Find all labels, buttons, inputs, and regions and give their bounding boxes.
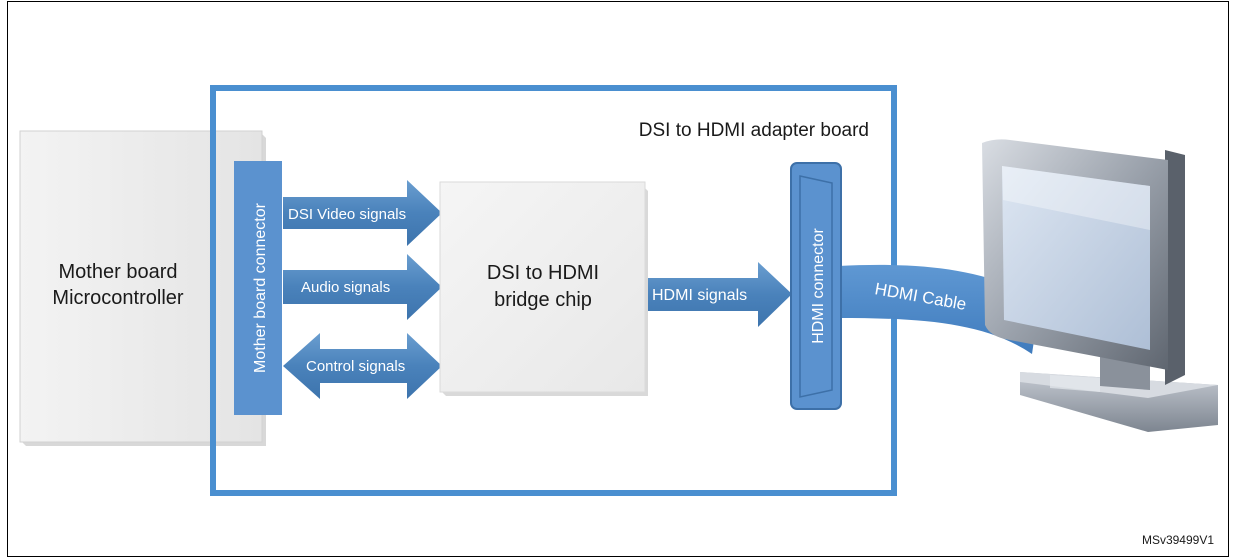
mother-board-block [19,130,266,446]
hdmi-connector-port-outline [799,175,833,398]
control-label: Control signals [306,358,405,375]
hdmi-connector [790,162,842,410]
adapter-board-title: DSI to HDMI adapter board [639,120,869,141]
bridge-chip-block [439,181,648,396]
dsi-video-arrow [283,180,442,246]
reference-code: MSv39499V1 [1142,533,1214,547]
mother-board-connector [234,161,282,415]
control-arrow [283,333,442,399]
dsi-video-label: DSI Video signals [288,206,406,223]
bridge-chip-label-line2: bridge chip [494,289,592,311]
hdmi-connector-label: HDMI connector [810,228,827,344]
mother-board-label-line2: Microcontroller [52,287,183,309]
hdmi-signals-arrow [648,262,792,327]
mother-board-connector-label: Mother board connector [252,202,269,373]
mother-board-label-line1: Mother board [59,261,178,283]
bridge-chip-label-line1: DSI to HDMI [487,262,599,284]
hdmi-signals-label: HDMI signals [652,287,747,304]
audio-label: Audio signals [301,279,390,296]
monitor-icon [982,139,1218,432]
audio-arrow [283,254,442,320]
